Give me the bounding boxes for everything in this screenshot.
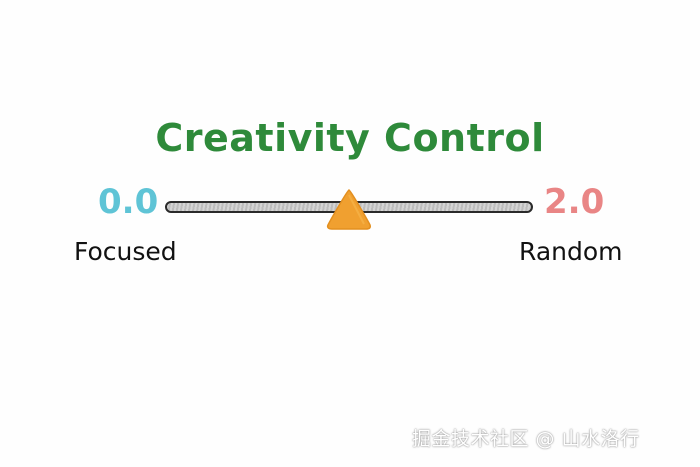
diagram-title: Creativity Control [155,116,545,160]
slider-max-value: 2.0 [544,182,605,222]
watermark: 掘金技术社区 @ 山水洛行 [412,428,640,450]
slider-max-label: Random [519,237,623,266]
slider-min-label: Focused [74,237,177,266]
slider-thumb-icon[interactable] [324,187,374,231]
slider-min-value: 0.0 [98,182,159,222]
